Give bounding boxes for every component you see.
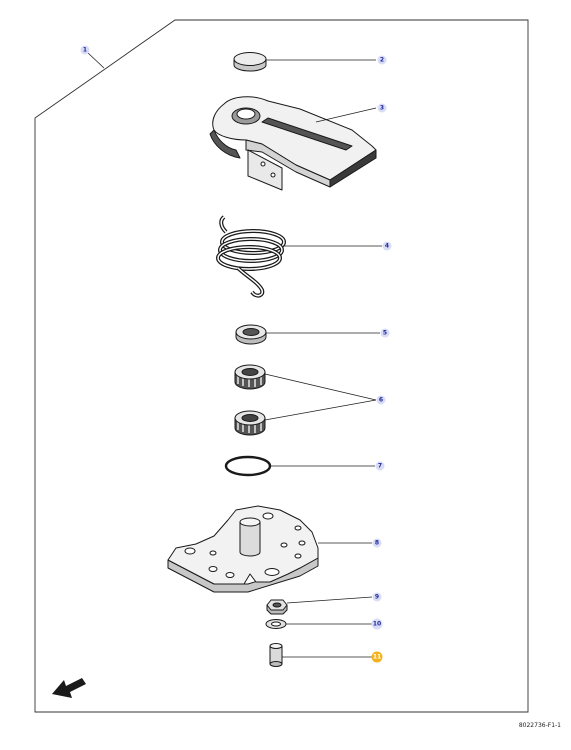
callout-1[interactable]: 1: [80, 45, 90, 55]
part-11-pin: [269, 643, 283, 667]
callout-9[interactable]: 9: [372, 592, 382, 602]
arrow-down-left-icon: [52, 678, 86, 698]
callout-4[interactable]: 4: [382, 241, 392, 251]
callout-8[interactable]: 8: [372, 538, 382, 548]
part-8-base-plate: [167, 505, 319, 593]
svg-text:10: 10: [373, 621, 381, 628]
callout-11[interactable]: 11: [371, 651, 383, 663]
svg-text:11: 11: [373, 654, 381, 661]
part-2-cap: [233, 52, 267, 72]
callout-6[interactable]: 6: [376, 395, 386, 405]
leader-6a: [264, 373, 377, 401]
leader-6b: [264, 399, 377, 421]
callout-7[interactable]: 7: [375, 461, 385, 471]
part-6-bearing-lower: [234, 410, 266, 436]
figure-id: 8022736-F1-1: [518, 722, 561, 729]
callout-3[interactable]: 3: [377, 103, 387, 113]
svg-text:1: 1: [83, 47, 87, 54]
callout-10[interactable]: 10: [371, 618, 383, 630]
svg-text:2: 2: [380, 57, 384, 64]
callout-5[interactable]: 5: [380, 328, 390, 338]
part-3-housing: [209, 96, 377, 191]
svg-text:9: 9: [375, 594, 379, 601]
part-7-o-ring: [224, 455, 272, 477]
svg-text:6: 6: [379, 397, 383, 404]
svg-text:3: 3: [380, 105, 384, 112]
leader-9: [286, 596, 373, 604]
assembly-frame: [34, 19, 529, 713]
part-4-spring: [216, 215, 286, 298]
svg-text:8: 8: [375, 540, 379, 547]
part-9-nut: [266, 599, 288, 615]
svg-text:4: 4: [385, 243, 389, 250]
leader-3: [315, 107, 377, 123]
part-10-washer: [265, 619, 287, 629]
part-5-bushing: [235, 324, 267, 345]
part-6-bearing-upper: [234, 364, 266, 390]
leader-1: [87, 52, 105, 69]
svg-text:7: 7: [378, 463, 382, 470]
callout-2[interactable]: 2: [377, 55, 387, 65]
svg-text:5: 5: [383, 330, 387, 337]
